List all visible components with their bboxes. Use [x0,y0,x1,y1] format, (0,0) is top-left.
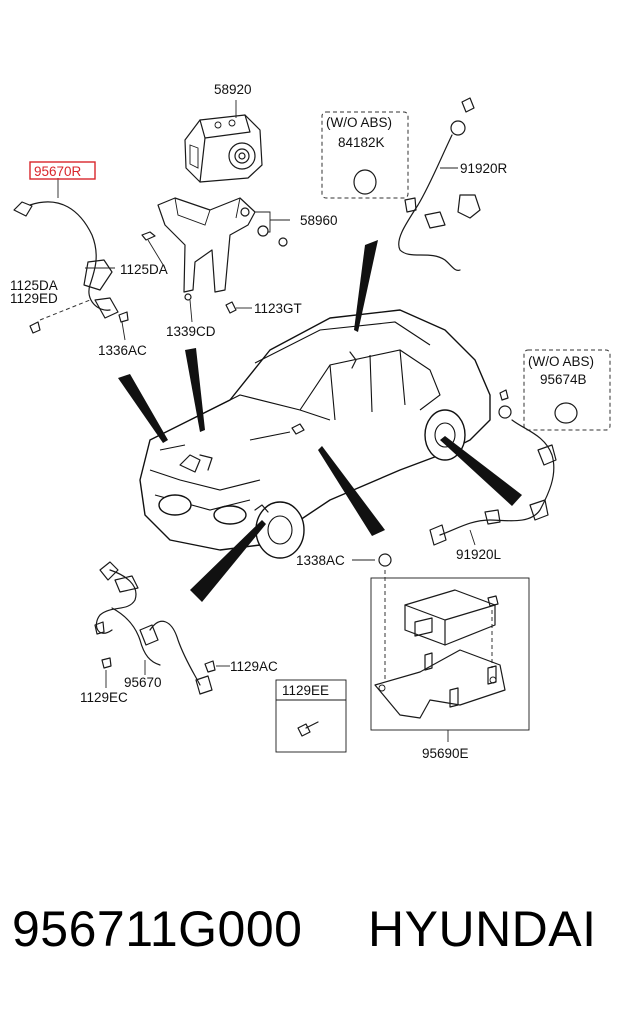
label-1125DA-b: 1125DA [10,278,58,293]
label-95670R[interactable]: 95670R [34,164,82,179]
sensor-95670 [94,561,216,695]
label-1129AC: 1129AC [230,659,278,674]
label-58920: 58920 [214,82,252,97]
label-91920L: 91920L [456,547,502,562]
sensor-module-95690E [374,553,506,719]
label-95674B: 95674B [540,372,587,387]
highlight-box-95670R [29,161,96,180]
brand-text: HYUNDAI [368,901,597,957]
label-1129EE: 1129EE [282,683,329,698]
bracket-assembly [141,197,288,314]
hecu-module [184,114,263,183]
label-1125DA-a: 1125DA [120,262,168,277]
label-91920R: 91920R [460,161,508,176]
wo-abs-box-2 [523,349,611,431]
label-1129EC: 1129EC [80,690,128,705]
part-number-text: 956711G000 [12,901,303,957]
label-wo-abs-2: (W/O ABS) [528,354,594,369]
label-1123GT: 1123GT [254,301,302,316]
wo-abs-box-1 [321,111,409,199]
label-95670: 95670 [124,675,162,690]
label-wo-abs-1: (W/O ABS) [326,115,392,130]
label-58960: 58960 [300,213,338,228]
bolt-icon [297,721,319,737]
label-84182K: 84182K [338,135,385,150]
label-1339CD: 1339CD [166,324,216,339]
footer: 956711G000 HYUNDAI [0,900,620,980]
parts-diagram: 58920 95670R (W/O ABS) 84182K 91920R 589… [10,82,611,761]
label-1129ED: 1129ED [10,291,58,306]
module-95690E-box [370,577,530,731]
wiring-91920R [398,97,481,271]
location-pointers [118,240,522,602]
car-illustration [139,309,491,559]
sensor-95670R [13,201,129,334]
wiring-91920L [429,389,557,546]
label-1336AC: 1336AC [98,343,147,358]
bolt-1129EE-box [275,679,347,753]
label-1338AC: 1338AC [296,553,345,568]
label-95690E: 95690E [422,746,469,761]
